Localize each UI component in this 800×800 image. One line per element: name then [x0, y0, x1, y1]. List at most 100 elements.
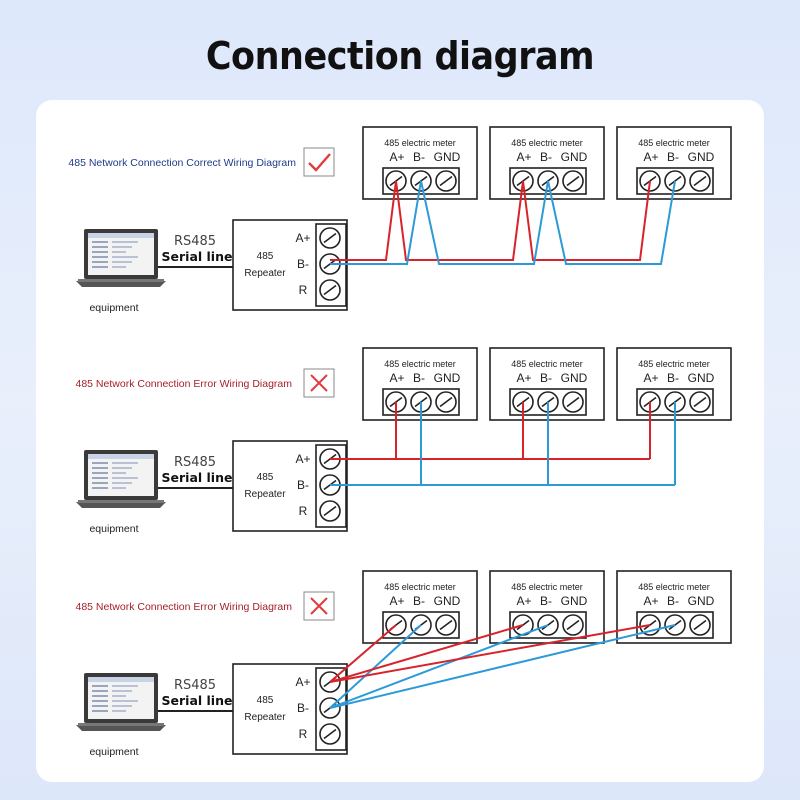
laptop-ui-line [92, 477, 108, 479]
section-label: 485 Network Connection Error Wiring Diag… [76, 378, 293, 390]
laptop-ui-line [92, 472, 108, 474]
a-wire-star [329, 624, 397, 683]
meter-terminal-label: B- [667, 371, 679, 385]
repeater-screw-r [319, 723, 341, 745]
laptop-ui-line [92, 690, 108, 692]
meter-terminal-label: GND [561, 150, 588, 164]
section-3: 485 Network Connection Error Wiring Diag… [76, 570, 732, 758]
repeater-label-1: 485 [257, 695, 274, 706]
meter-screw-gnd-slot [693, 396, 707, 408]
meter-screw-gnd-slot [439, 175, 453, 187]
rs485-label: RS485 [174, 678, 216, 693]
laptop-ui-line [92, 266, 108, 268]
repeater-terminal-label: A+ [295, 231, 310, 245]
laptop-window-bar [88, 454, 154, 459]
cross-icon [303, 368, 335, 398]
repeater-screw-a [319, 227, 341, 249]
laptop-ui-line [92, 700, 108, 702]
equipment-label: equipment [89, 746, 138, 758]
laptop-ui-line [92, 467, 108, 469]
a-wire [330, 180, 397, 261]
meter-label: 485 electric meter [384, 582, 456, 592]
laptop-hinge [78, 279, 164, 282]
meter-terminal-label: A+ [516, 594, 531, 608]
serial-line-label: Serial line [162, 693, 233, 708]
meter-terminal-label: B- [540, 150, 552, 164]
laptop-ui-line [112, 695, 126, 697]
serial-line-label: Serial line [162, 249, 233, 264]
laptop-ui-line [92, 251, 108, 253]
meter-terminal-label: GND [561, 594, 588, 608]
meter-label: 485 electric meter [384, 138, 456, 148]
meter-screw-gnd-slot [566, 175, 580, 187]
section-2: 485 Network Connection Error Wiring Diag… [76, 347, 732, 535]
laptop-ui-line [112, 705, 132, 707]
repeater-label-2: Repeater [244, 712, 286, 723]
meter-screw-gnd-slot [693, 175, 707, 187]
meter-label: 485 electric meter [638, 582, 710, 592]
meter-screw-gnd [562, 614, 584, 636]
meter-terminal-label: A+ [389, 371, 404, 385]
repeater-terminal-label: R [299, 283, 308, 297]
b-wire [547, 180, 676, 265]
repeater-terminal-label: A+ [295, 675, 310, 689]
meter-terminal-label: GND [434, 594, 461, 608]
meter-label: 485 electric meter [511, 138, 583, 148]
meter-screw-gnd [689, 391, 711, 413]
a-wire [395, 180, 524, 261]
meter-terminal-label: GND [434, 371, 461, 385]
meter-label: 485 electric meter [638, 359, 710, 369]
meter-terminal-label: B- [540, 371, 552, 385]
meter-screw-gnd [435, 170, 457, 192]
repeater-screw-r-slot [323, 284, 337, 296]
meter-screw-gnd [435, 391, 457, 413]
laptop-ui-line [92, 241, 108, 243]
laptop-ui-line [112, 261, 132, 263]
meter-screw-gnd [689, 614, 711, 636]
laptop-ui-line [112, 241, 138, 243]
equipment-label: equipment [89, 302, 138, 314]
laptop-ui-line [112, 482, 132, 484]
meter-terminal-label: GND [688, 594, 715, 608]
meter-screw-gnd [689, 170, 711, 192]
meter-terminal-label: B- [413, 371, 425, 385]
laptop-ui-line [92, 695, 108, 697]
meter-terminal-label: GND [434, 150, 461, 164]
meter-terminal-label: GND [688, 150, 715, 164]
meter-screw-gnd-slot [566, 619, 580, 631]
laptop-ui-line [92, 261, 108, 263]
rs485-label: RS485 [174, 234, 216, 249]
section-label: 485 Network Connection Error Wiring Diag… [76, 601, 293, 613]
repeater-terminal-label: A+ [295, 452, 310, 466]
laptop-ui-line [112, 487, 126, 489]
a-wire-star [329, 624, 524, 683]
repeater-screw-r [319, 500, 341, 522]
meter-screw-gnd [562, 170, 584, 192]
b-wire [420, 180, 549, 265]
meter-label: 485 electric meter [511, 582, 583, 592]
laptop-ui-line [92, 246, 108, 248]
meter-label: 485 electric meter [511, 359, 583, 369]
laptop-base [76, 502, 166, 508]
laptop-ui-line [92, 685, 108, 687]
meter-terminal-label: B- [413, 150, 425, 164]
meter-screw-gnd-slot [566, 396, 580, 408]
cross-icon-mark [310, 597, 328, 615]
laptop-icon [76, 229, 166, 287]
repeater-label-1: 485 [257, 472, 274, 483]
cross-icon [303, 591, 335, 621]
laptop-ui-line [112, 477, 138, 479]
laptop-ui-line [112, 472, 126, 474]
repeater-screw-r-slot [323, 505, 337, 517]
check-icon-box [303, 147, 335, 177]
laptop-ui-line [112, 685, 138, 687]
page-title: Connection diagram [205, 34, 595, 78]
laptop-base [76, 281, 166, 287]
laptop-window-bar [88, 233, 154, 238]
laptop-ui-line [92, 710, 108, 712]
